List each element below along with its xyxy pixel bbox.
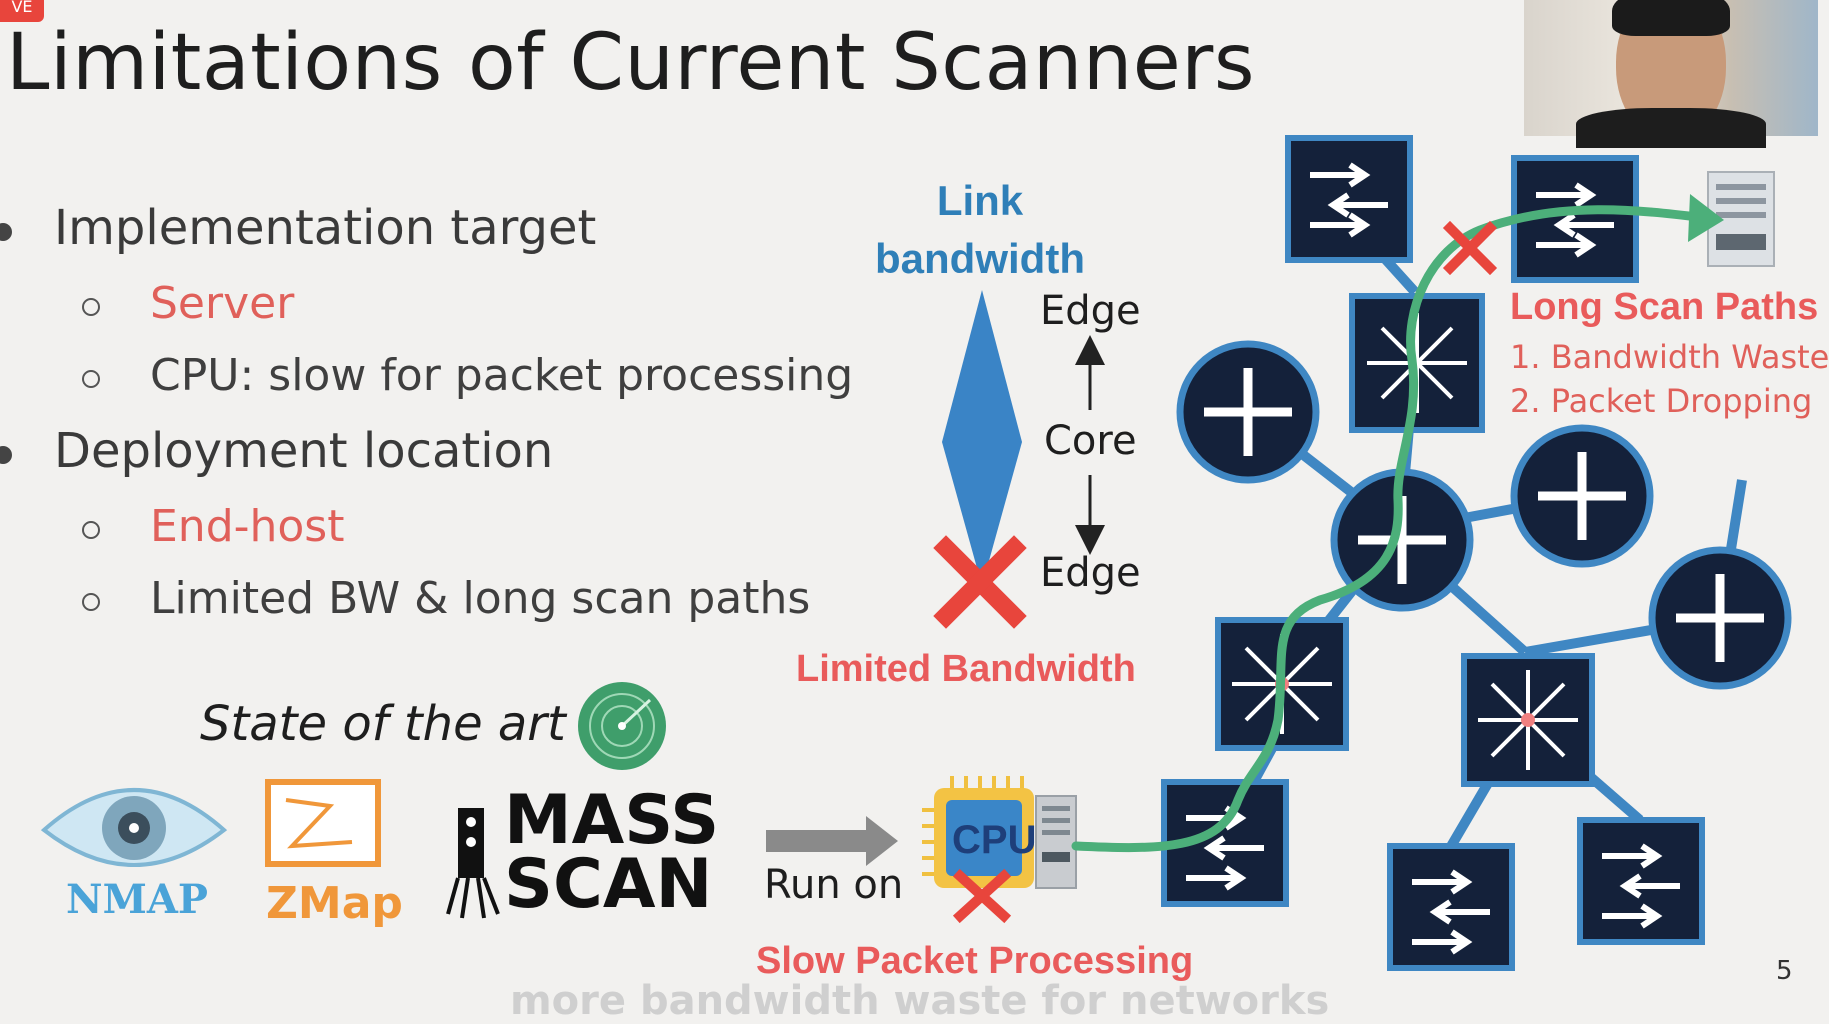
- router-icon: [1648, 546, 1792, 690]
- bullet-dot: [0, 446, 12, 464]
- sub-bullet-limited-bw: Limited BW & long scan paths: [150, 573, 811, 624]
- x-mark-icon: [933, 535, 1027, 629]
- long-scan-paths-title: Long Scan Paths: [1510, 286, 1819, 328]
- sub-bullet-server: Server: [150, 278, 295, 329]
- core-switch-icon: [1461, 653, 1595, 787]
- presenter-hair: [1612, 0, 1730, 36]
- slow-packet-processing-label: Slow Packet Processing: [756, 940, 1194, 982]
- sub-bullet-cpu: CPU: slow for packet processing: [150, 350, 854, 401]
- server-rack-icon: [1035, 795, 1077, 889]
- router-icon: [1176, 340, 1320, 484]
- link-bandwidth-line1: Link: [936, 177, 1024, 224]
- limited-bandwidth-label: Limited Bandwidth: [796, 648, 1136, 690]
- masscan-logo-text-mass: MASS: [504, 781, 720, 860]
- nmap-logo-text: NMAP: [66, 876, 208, 923]
- link-bandwidth-line2: bandwidth: [875, 235, 1085, 282]
- sub-bullet-dot: [82, 593, 100, 611]
- subtitle-caption: more bandwidth waste for networks: [510, 978, 1330, 1024]
- run-on-arrow-icon: [766, 816, 898, 866]
- core-label: Core: [1044, 418, 1137, 464]
- cpu-chip-label: CPU: [952, 818, 1037, 862]
- masscan-mascot-icon: [446, 808, 500, 919]
- long-scan-item-2: 2. Packet Dropping: [1510, 382, 1813, 420]
- sub-bullet-dot: [82, 298, 100, 316]
- run-on-label: Run on: [764, 862, 904, 908]
- scan-path: [1071, 205, 1711, 853]
- switch-box-icon: [1577, 817, 1705, 945]
- link-bandwidth-title: Link bandwidth: [860, 172, 1100, 288]
- slide-title: Limitations of Current Scanners: [6, 18, 1255, 108]
- slide-graphics: [40, 135, 1792, 971]
- edge-top-label: Edge: [1040, 288, 1141, 334]
- zmap-logo-icon: [265, 779, 381, 867]
- sub-bullet-dot: [82, 521, 100, 539]
- router-icon: [1510, 424, 1654, 568]
- nmap-eye-icon: [40, 788, 228, 867]
- webcam-feed: [1524, 0, 1818, 148]
- bullet-deployment-location: Deployment location: [54, 423, 554, 479]
- presenter-shirt: [1576, 108, 1766, 148]
- cpu-chip-icon: [922, 776, 1034, 888]
- x-mark-icon: [1442, 220, 1498, 276]
- edge-bottom-label: Edge: [1040, 550, 1141, 596]
- switch-box-icon: [1387, 843, 1515, 971]
- bandwidth-diamond: [942, 290, 1022, 586]
- long-scan-item-1: 1. Bandwidth Waste: [1510, 338, 1829, 376]
- bullet-dot: [0, 223, 12, 241]
- live-badge: VE: [0, 0, 44, 22]
- x-mark-icon: [952, 868, 1012, 924]
- radar-icon: [578, 682, 666, 770]
- masscan-logo-text-scan: SCAN: [504, 845, 713, 924]
- zmap-logo-text: ZMap: [266, 878, 403, 929]
- scan-path-arrowhead: [1688, 194, 1724, 242]
- sub-bullet-dot: [82, 370, 100, 388]
- sub-bullet-end-host: End-host: [150, 501, 345, 552]
- state-of-art-label: State of the art: [200, 696, 566, 752]
- bullet-implementation-target: Implementation target: [54, 200, 597, 256]
- switch-box-icon: [1285, 135, 1413, 263]
- page-number: 5: [1776, 956, 1793, 986]
